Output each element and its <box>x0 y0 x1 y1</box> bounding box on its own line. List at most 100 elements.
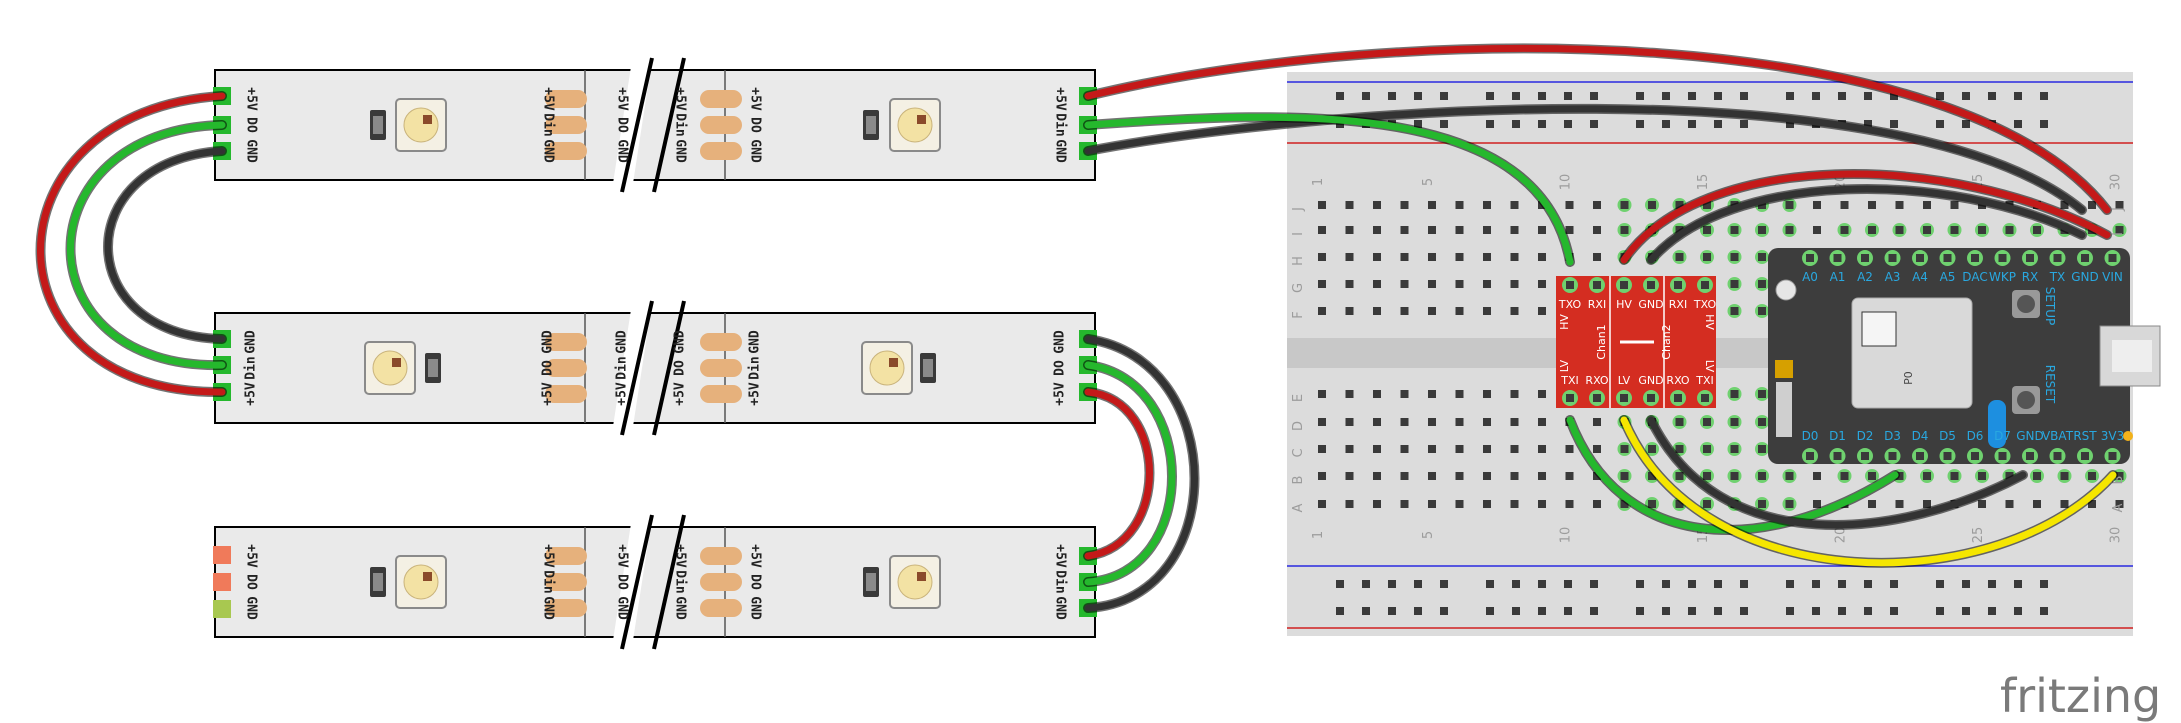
bb-hole <box>1483 226 1491 234</box>
setup-label: SETUP <box>2043 287 2057 326</box>
wire-yellow-3v3 <box>1620 416 2117 567</box>
reset-label: RESET <box>2043 365 2057 404</box>
led-strip-3: +5VDOGND+5VDinGND+5VDOGND+5VDinGND+5VDOG… <box>214 514 1096 650</box>
photon-pin-hole <box>2026 254 2034 262</box>
strip-label-do: DO <box>615 117 630 133</box>
bb-hole <box>1318 280 1326 288</box>
bb-hole <box>1786 120 1794 128</box>
bb-hole <box>1440 120 1448 128</box>
bb-hole <box>1564 607 1572 615</box>
shifter-pin-hole <box>1674 281 1682 289</box>
strip-label-plus5v: +5V <box>541 382 556 406</box>
bb-hole <box>1864 92 1872 100</box>
bb-hole <box>1318 472 1326 480</box>
strip-cut-pad <box>700 599 742 617</box>
strip-cut-pad <box>700 90 742 108</box>
bb-hole <box>1868 201 1876 209</box>
photon-pin-hole <box>2081 452 2089 460</box>
bb-hole <box>1840 201 1849 209</box>
strip-label-gnd: GND <box>541 330 556 354</box>
strip-label-do: DO <box>748 117 763 133</box>
bb-hole <box>1345 390 1354 398</box>
bb-hole <box>1373 201 1381 209</box>
strip-cut-pad <box>700 116 742 134</box>
bb-hole <box>1428 280 1436 288</box>
wire-black-loop-right-outline <box>1083 334 1200 613</box>
bb-hole <box>1400 390 1409 398</box>
bb-hole <box>1675 445 1684 453</box>
bb-hole <box>1538 280 1546 288</box>
strip-led-die <box>392 358 401 367</box>
photon-pin-hole <box>1833 254 1842 262</box>
photon-pin-hole <box>1888 254 1897 262</box>
bb-hole <box>1962 92 1970 100</box>
strip-label-do: DO <box>541 360 556 376</box>
bb-hole <box>2115 500 2124 508</box>
strip-led-die <box>889 358 898 367</box>
bb-hole <box>1714 120 1722 128</box>
strip-led-lens <box>897 107 933 143</box>
bb-hole <box>1703 418 1711 426</box>
bb-hole <box>1758 226 1766 234</box>
bb-hole <box>1620 226 1629 234</box>
strip-cut-pad <box>700 333 742 351</box>
bb-hole <box>1414 607 1422 615</box>
bb-hole <box>1455 418 1464 426</box>
bb-row-letter: J <box>1291 207 1306 212</box>
bb-hole <box>1345 253 1354 261</box>
bb-hole <box>1840 226 1849 234</box>
bb-hole <box>1414 120 1422 128</box>
photon-top-label: TX <box>2049 270 2066 284</box>
strip-cut-pad <box>545 359 587 377</box>
strip-label-plus5v: +5V <box>673 544 688 568</box>
bb-hole <box>1373 472 1381 480</box>
bb-hole <box>1512 120 1520 128</box>
fritzing-watermark: fritzing <box>2000 669 2161 723</box>
bb-hole <box>1950 226 1959 234</box>
bb-hole <box>1345 418 1354 426</box>
photon-bottom-label: D4 <box>1912 429 1929 443</box>
bb-hole <box>2040 607 2048 615</box>
strip-label-left-plus5v: +5V <box>244 87 259 111</box>
bb-hole <box>1590 120 1598 128</box>
bb-hole <box>1662 92 1670 100</box>
bb-hole <box>1688 580 1696 588</box>
bb-row-letter: A <box>1291 503 1306 512</box>
strip-label-right-gnd: GND <box>1053 596 1068 620</box>
bb-hole <box>1758 390 1766 398</box>
bb-hole <box>1936 607 1944 615</box>
shifter-pin-hole <box>1620 394 1628 402</box>
bb-hole <box>1590 580 1598 588</box>
strip-body <box>214 312 1096 424</box>
bb-hole <box>1936 92 1944 100</box>
bb-hole <box>1936 580 1944 588</box>
bb-hole <box>1648 500 1656 508</box>
bb-hole <box>1593 253 1601 261</box>
bb-hole <box>1428 307 1436 315</box>
bb-hole <box>1373 307 1381 315</box>
bb-hole <box>1840 472 1849 480</box>
photon-pin-hole <box>1916 452 1924 460</box>
bb-col-number: 1 <box>1311 178 1326 186</box>
bb-hole <box>1636 580 1644 588</box>
bb-hole <box>1400 445 1409 453</box>
photon-pin-hole <box>1943 254 1952 262</box>
photon-bottom-label: D1 <box>1829 429 1846 443</box>
strip-label-right-gnd: GND <box>1053 330 1068 354</box>
strip-label-right-din: Din <box>1053 570 1068 593</box>
bb-hole <box>1455 201 1464 209</box>
bb-hole <box>1373 280 1381 288</box>
shifter-pin-hole <box>1593 281 1601 289</box>
shifter-top-label: TXO <box>1558 298 1582 311</box>
bb-hole <box>1440 92 1448 100</box>
bb-hole <box>2060 500 2069 508</box>
bb-hole <box>1455 472 1464 480</box>
break-gap <box>612 60 652 190</box>
strip-body <box>214 69 1096 181</box>
break-line <box>620 57 654 193</box>
bb-hole <box>1890 607 1898 615</box>
strip-cap-body <box>428 359 438 377</box>
photon-bottom-label: VBAT <box>2042 429 2074 443</box>
bb-hole <box>1923 472 1931 480</box>
rgb-led <box>1775 360 1793 378</box>
